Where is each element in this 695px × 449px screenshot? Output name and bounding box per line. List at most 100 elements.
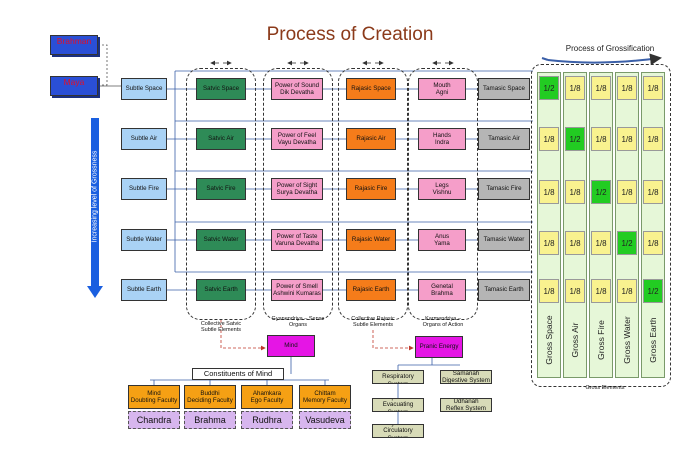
label-collective-satvic-line-1: Subtle Elements: [200, 327, 242, 334]
gross-cell-1-3: 1/8: [617, 127, 637, 151]
grossness-label: Increasing level of Grossness: [91, 150, 99, 243]
gross-column-3: [615, 72, 639, 378]
rajasic-box-4-text-0: Rajasic Earth: [352, 286, 390, 294]
prana-box-0-text-0: Pranah: [388, 371, 408, 373]
tamasic-box-1: Tamasic Air: [478, 128, 530, 150]
satvic-box-3-text-0: Satvic Water: [203, 236, 239, 244]
gross-cell-4-1: 1/8: [565, 279, 585, 303]
gross-matrix-group: [531, 64, 671, 387]
action-box-4-text-0: Genetal: [431, 282, 453, 290]
gross-cell-2-3: 1/8: [617, 180, 637, 204]
mind-part-box-3-text-0: Chittam: [314, 389, 336, 397]
mind-part-box-0-text-1: Doubting Faculty: [130, 397, 178, 404]
rajasic-box-2-text-0: Rajasic Fire: [354, 185, 388, 193]
maya-box: Maya: [50, 76, 98, 96]
brahman-box: Brahman: [50, 35, 98, 55]
satvic-group: [186, 68, 256, 320]
action-group: [408, 68, 478, 320]
sense-box-0-text-1: Dik Devatha: [280, 89, 314, 96]
gross-cell-3-0: 1/8: [539, 231, 559, 255]
tamasic-box-0: Tamasic Space: [478, 78, 530, 100]
prana-box-4: VyanahCirculatory System: [372, 424, 424, 438]
gross-column-0: [537, 72, 561, 378]
rajasic-box-0-text-0: Rajasic Space: [351, 85, 391, 93]
gross-column-4: [641, 72, 665, 378]
gross-cell-1-1: 1/2: [565, 127, 585, 151]
mind-deity-box-0-text-0: Chandra: [136, 414, 172, 425]
label-gyanendriya-line-0: Gyanendriya – Sense: [271, 316, 325, 322]
sense-box-2-text-0: Power of Sight: [276, 181, 318, 189]
rajasic-to-pranic: [372, 330, 414, 351]
mind-part-box-2-text-1: Ego Faculty: [250, 397, 284, 404]
mind-box-text-0: Mind: [284, 342, 298, 350]
mind-deity-box-3-text-0: Vasudeva: [305, 414, 345, 425]
grossification-arc-head: [541, 57, 549, 61]
sense-box-3-text-0: Power of Taste: [276, 232, 318, 240]
constituents-box: Constituents of Mind: [192, 368, 284, 380]
gross-column-1: [563, 72, 587, 378]
maya-box-text-0: Maya: [63, 77, 85, 87]
sense-group: [263, 68, 333, 320]
satvic-box-4-text-0: Satvic Earth: [204, 286, 238, 294]
rajasic-box-2: Rajasic Fire: [346, 178, 396, 200]
tamasic-box-3: Tamasic Water: [478, 229, 530, 251]
mind-part-box-1-text-0: Buddhi: [200, 389, 220, 397]
mind-deity-box-2: Rudhra: [241, 411, 293, 429]
tamasic-box-4: Tamasic Earth: [478, 279, 530, 301]
subtle-box-1: Subtle Air: [121, 128, 167, 150]
tamasic-box-4-text-0: Tamasic Earth: [484, 286, 524, 294]
gross-cell-4-3: 1/8: [617, 279, 637, 303]
satvic-box-2-text-0: Satvic Fire: [206, 185, 236, 193]
gross-cell-2-4: 1/8: [643, 180, 663, 204]
gross-label-0: Gross Space: [544, 315, 554, 365]
subtle-box-3-text-0: Subtle Water: [126, 236, 162, 244]
gross-cell-0-0: 1/2: [539, 76, 559, 100]
sense-box-1-text-1: Vayu Devatha: [277, 139, 317, 146]
action-box-1-text-0: Hands: [433, 131, 451, 139]
mind-part-box-2-text-0: Ahamkara: [252, 389, 282, 397]
prana-box-4-text-0: Vyanah: [388, 425, 409, 427]
label-grossification-line-0: Process of Grossification: [565, 44, 655, 53]
satvic-box-1: Satvic Air: [196, 128, 246, 150]
label-gyanendriya-line-1: Organs: [288, 322, 308, 329]
sense-box-3-text-1: Varuna Devatha: [274, 240, 320, 247]
rajasic-box-4: Rajasic Earth: [346, 279, 396, 301]
mind-deity-box-1-text-0: Brahma: [194, 414, 226, 425]
gross-cell-1-4: 1/8: [643, 127, 663, 151]
pranic-box-text-0: Pranic Energy: [419, 343, 459, 351]
subtle-box-1-text-0: Subtle Air: [130, 135, 158, 143]
rajasic-box-3: Rajasic Water: [346, 229, 396, 251]
sense-box-1-text-0: Power of Feel: [277, 131, 317, 139]
tamasic-box-2: Tamasic Fire: [478, 178, 530, 200]
satvic-box-2: Satvic Fire: [196, 178, 246, 200]
tamasic-box-1-text-0: Tamasic Air: [488, 135, 520, 143]
label-collective-satvic-line-0: Collective Satvic: [200, 321, 242, 327]
gross-cell-2-0: 1/8: [539, 180, 559, 204]
tamasic-box-3-text-0: Tamasic Water: [483, 236, 525, 244]
gross-cell-3-3: 1/2: [617, 231, 637, 255]
brahman-maya-dash: [98, 44, 108, 86]
prana-box-3-text-0: Udhanah: [453, 398, 479, 405]
gross-cell-4-2: 1/8: [591, 279, 611, 303]
gross-cell-0-4: 1/8: [643, 76, 663, 100]
action-box-2-text-0: Legs: [435, 181, 449, 189]
mind-deity-box-0: Chandra: [128, 411, 180, 429]
satvic-box-4: Satvic Earth: [196, 279, 246, 301]
satvic-to-mind: [220, 320, 266, 351]
rajasic-box-3-text-0: Rajasic Water: [351, 236, 391, 244]
tamasic-box-0-text-0: Tamasic Space: [483, 85, 525, 93]
sense-box-2-text-1: Surya Devatha: [276, 189, 318, 196]
satvic-box-0: Satvic Space: [196, 78, 246, 100]
rajasic-group: [338, 68, 408, 320]
prana-box-2-text-0: Apanah: [387, 399, 408, 401]
satvic-box-1-text-0: Satvic Air: [208, 135, 234, 143]
constituents-box-text-0: Constituents of Mind: [203, 368, 273, 378]
